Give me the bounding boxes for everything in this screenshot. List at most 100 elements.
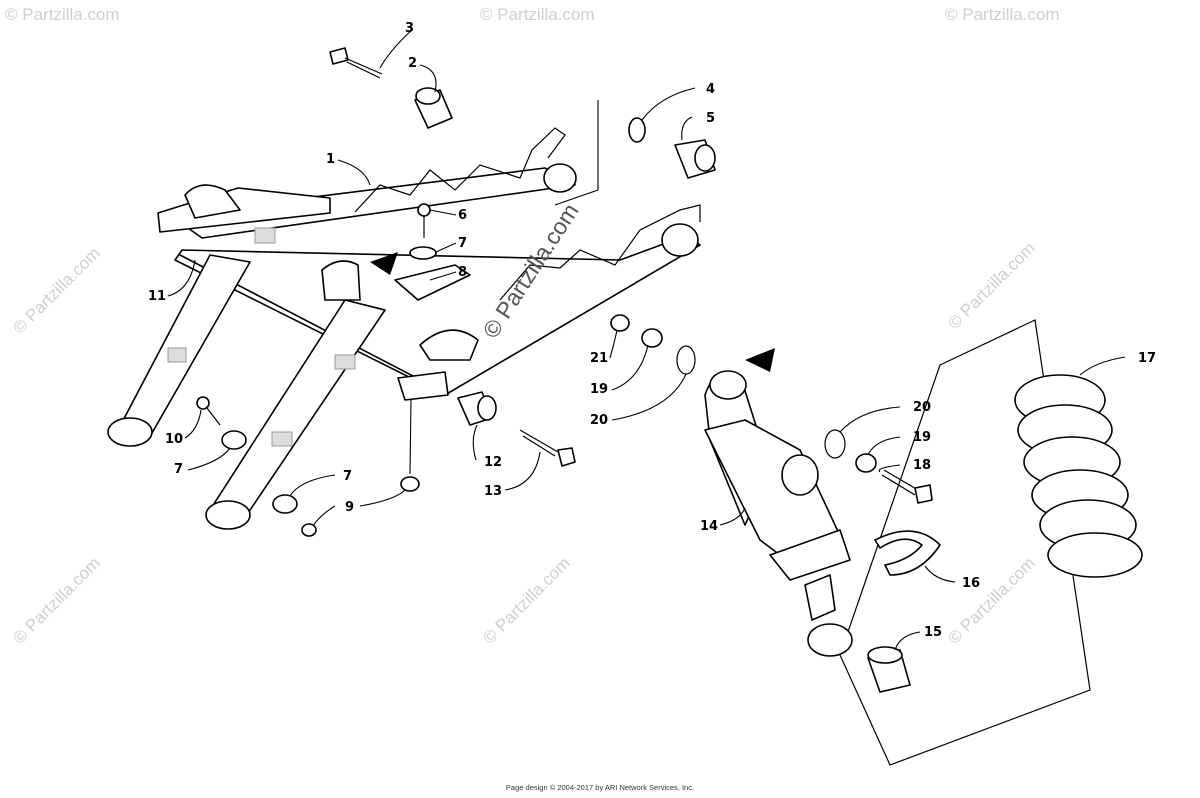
washer [628,117,646,143]
leader-9b [359,489,406,507]
footer-copyright: Page design © 2004-2017 by ARI Network S… [505,783,695,792]
leader-20 [611,373,687,421]
watermark: © Partzilla.com [5,5,120,24]
shock-eyelet [709,370,747,400]
callout-13[interactable]: 13 [484,484,502,499]
callout-7[interactable]: 7 [174,462,183,477]
nut [400,476,420,492]
leader-19 [611,344,649,391]
leader-20b [839,406,901,433]
callout-16[interactable]: 16 [962,576,980,591]
shock-rod [804,574,836,621]
leader-18 [878,464,901,473]
pivot-bracket-right [419,329,479,361]
screw-head [417,203,431,217]
oring [824,429,846,459]
leader-21 [609,329,618,359]
pivot-bracket-center [321,260,361,301]
lower-arm-right-eye [205,500,251,530]
leader-8 [429,271,457,281]
leader-7b [187,447,231,471]
bushing-small [855,453,877,473]
leader-6 [429,209,457,216]
watermark: © Partzilla.com [9,243,103,337]
rear-arm-tube-end-right [661,223,699,257]
spring-bounding-box [839,319,1091,766]
shock-bottom-eye [807,623,853,657]
watermark: © Partzilla.com [480,5,595,24]
shock-base [769,529,851,581]
bushing-end [477,395,497,421]
mount-plate-left [157,187,331,233]
direction-arrow [370,252,398,275]
callout-18[interactable]: 18 [913,458,931,473]
callout-numbers: 3 2 4 5 1 6 7 8 11 10 7 7 9 12 13 21 19 … [148,21,1156,640]
lower-arm-right [209,299,386,526]
screw-head [196,396,210,410]
leader-7c [289,474,336,497]
callout-19[interactable]: 19 [913,430,931,445]
callout-15[interactable]: 15 [924,625,942,640]
washer [272,494,298,514]
bolt-shank [519,429,559,457]
coil-spring [1014,374,1143,578]
callout-7[interactable]: 7 [458,236,467,251]
callout-20[interactable]: 20 [590,413,608,428]
leader-4 [641,87,696,121]
callout-17[interactable]: 17 [1138,351,1156,366]
decal [334,354,356,370]
screw-shank [206,407,221,426]
leader-17 [1079,356,1126,376]
callout-2[interactable]: 2 [408,56,417,71]
leader-3 [379,29,413,69]
callout-5[interactable]: 5 [706,111,715,126]
spacer-end [694,144,716,172]
rear-arm-tube [169,167,576,239]
leader-2 [419,64,437,93]
watermark: © Partzilla.com [479,553,573,647]
callout-12[interactable]: 12 [484,455,502,470]
rear-arm-tube-end [543,163,577,193]
nut [301,523,317,537]
leader-dashed [409,399,412,475]
leader-14 [719,507,746,526]
bolt-head [557,447,576,467]
leader-12 [472,424,478,461]
shock-assembly [610,314,1091,766]
callout-14[interactable]: 14 [700,519,718,534]
watermark: © Partzilla.com [9,553,103,647]
bolt-head [329,47,349,65]
callout-6[interactable]: 6 [458,208,467,223]
bolt-head [914,484,933,504]
callout-8[interactable]: 8 [458,265,467,280]
bushing-small [641,328,663,348]
callout-leaders [167,29,1126,651]
lower-arm-left-eye [107,417,153,447]
washer [221,430,247,450]
leader-7 [435,242,457,253]
direction-arrow [745,348,775,372]
nut [610,314,630,332]
callout-7[interactable]: 7 [343,469,352,484]
callout-3[interactable]: 3 [405,21,414,36]
rear-arm-assembly [107,127,701,530]
callout-9[interactable]: 9 [345,500,354,515]
leader-bracket-top [554,100,599,206]
mount-plate-right [397,371,449,401]
bent-rod [354,127,566,213]
bolt-shank [344,57,383,79]
leader-5 [681,116,693,141]
callout-19[interactable]: 19 [590,382,608,397]
leader-13 [504,451,541,491]
callout-4[interactable]: 4 [706,82,715,97]
leader-10 [184,409,202,439]
watermark: © Partzilla.com [945,5,1060,24]
callout-11[interactable]: 11 [148,289,166,304]
leader-1 [337,159,371,186]
callout-20[interactable]: 20 [913,400,931,415]
washer [409,246,437,260]
callout-21[interactable]: 21 [590,351,608,366]
callout-1[interactable]: 1 [326,152,335,167]
rear-arm-crossbar [174,234,701,396]
callout-10[interactable]: 10 [165,432,183,447]
